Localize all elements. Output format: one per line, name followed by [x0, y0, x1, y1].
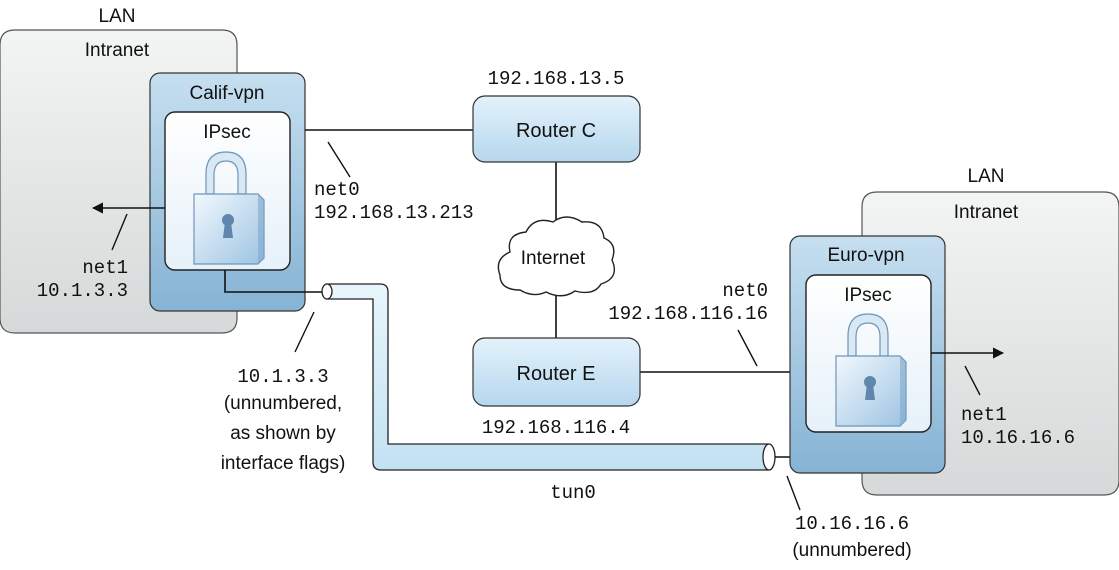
left-net0-label: net0 [314, 179, 360, 201]
calif-vpn-label: Calif-vpn [190, 83, 265, 104]
right-lan-label: LAN [968, 166, 1005, 187]
center-network: Router C 192.168.13.5 Internet Router E … [305, 68, 790, 439]
left-site: LAN Intranet Calif-vpn IPsec net1 10.1.3… [0, 6, 474, 474]
ip-tunnel: tun0 [224, 270, 871, 504]
right-net0-address: 192.168.116.16 [608, 303, 768, 325]
tunnel-left-end [321, 283, 333, 300]
tunnel-right-end [762, 443, 776, 471]
left-net1-leader [111, 213, 128, 251]
left-net0-address: 192.168.13.213 [314, 202, 474, 224]
left-intranet-label: Intranet [85, 40, 150, 61]
left-net0-leader [327, 141, 351, 178]
left-net1-address: 10.1.3.3 [37, 280, 128, 302]
left-tunnel-leader [294, 311, 315, 353]
right-tunnel-note: (unnumbered) [792, 540, 911, 561]
right-lock-icon [835, 313, 907, 427]
left-net1-label: net1 [82, 257, 128, 279]
left-lan-label: LAN [99, 6, 136, 27]
right-intranet-label: Intranet [954, 202, 1019, 223]
right-ipsec-label: IPsec [844, 285, 892, 306]
left-ipsec-label: IPsec [203, 122, 251, 143]
right-net1-leader [964, 365, 981, 396]
right-net1-address: 10.16.16.6 [961, 427, 1075, 449]
router-c-label: Router C [516, 120, 596, 142]
right-tunnel-address: 10.16.16.6 [795, 513, 909, 535]
right-net0-label: net0 [722, 280, 768, 302]
left-tunnel-note-1: (unnumbered, [224, 393, 342, 414]
router-e-box [472, 337, 641, 407]
right-tunnel-leader [786, 475, 801, 511]
left-tunnel-note-3: interface flags) [221, 453, 346, 474]
left-tunnel-address: 10.1.3.3 [237, 366, 328, 388]
right-site: LAN Intranet Euro-vpn IPsec net1 10.16.1… [786, 166, 1119, 561]
right-net0-leader [737, 329, 758, 367]
internet-cloud-icon [497, 216, 616, 297]
router-c-box [472, 95, 641, 163]
internet-label: Internet [521, 248, 586, 269]
left-lock-icon [193, 151, 265, 265]
left-tunnel-note-2: as shown by [230, 423, 336, 444]
router-e-address: 192.168.116.4 [482, 417, 630, 439]
router-c-address: 192.168.13.5 [488, 68, 625, 90]
router-e-label: Router E [517, 363, 596, 385]
euro-vpn-label: Euro-vpn [827, 245, 904, 266]
right-net1-label: net1 [961, 404, 1007, 426]
tunnel-label: tun0 [550, 482, 596, 504]
left-ipsec-tunnel-connector [224, 270, 322, 293]
